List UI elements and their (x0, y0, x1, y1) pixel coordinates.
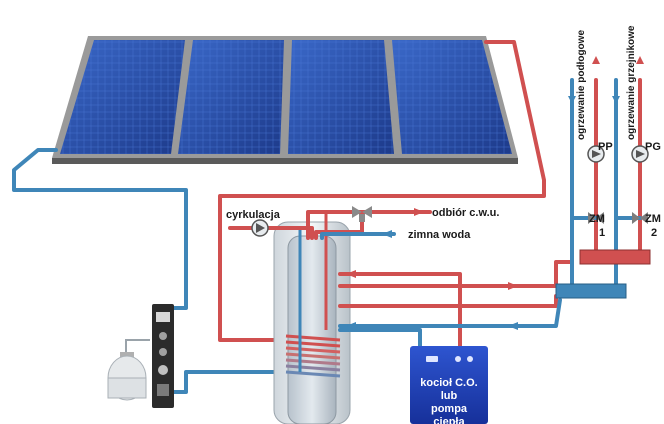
solar-panel-2 (178, 40, 284, 154)
station-display (156, 312, 170, 322)
boiler-indicator (426, 356, 438, 362)
boiler-knob-icon (467, 356, 473, 362)
pump-pp-label: PP (598, 141, 613, 153)
dhw-cold-in-pipe (320, 232, 396, 240)
arrow-icon (508, 282, 518, 290)
up-arrow-icon (636, 56, 644, 64)
down-arrow-icon (568, 96, 576, 104)
circulation-pipe-right (266, 226, 314, 240)
hot-return-pipe (338, 294, 558, 308)
up-arrow-icon (592, 56, 600, 64)
solar-panel-1 (60, 40, 185, 154)
return-manifold (555, 283, 627, 299)
radiator-heating-label: ogrzewanie grzejnikowe (626, 25, 637, 140)
station-gauge-icon (159, 332, 167, 340)
mixing-valve-zm1-icon (588, 212, 604, 224)
circulation-pump-icon (251, 219, 269, 237)
pump-pg-label: PG (645, 141, 661, 153)
solar-hot-supply-pipe (218, 40, 546, 342)
station-flowmeter (157, 384, 169, 396)
hot-water-out-label: odbiór c.w.u. (432, 207, 499, 219)
thermostatic-mixing-valve-icon (352, 206, 372, 222)
expansion-vessel (107, 339, 150, 401)
pump-pg-icon (631, 145, 649, 163)
solar-cold-return-pipe (12, 148, 188, 310)
boiler-label-line2: lub (441, 390, 458, 402)
boiler-label-line1: kocioł C.O. (420, 377, 477, 389)
valve-zm2-number: 2 (651, 227, 657, 239)
solar-heating-coil (285, 334, 341, 378)
station-pump-icon (158, 365, 168, 375)
hot-water-tank (273, 212, 351, 424)
arrow-icon (508, 322, 518, 330)
solar-panel-3 (288, 40, 394, 154)
cold-water-label: zimna woda (408, 229, 471, 241)
solar-collector-array (52, 36, 518, 164)
station-gauge-icon (159, 348, 167, 356)
mixing-valve-zm2-icon (632, 212, 648, 224)
hot-out-arrow-icon (414, 208, 424, 216)
solar-pump-station (152, 304, 174, 408)
tank-to-red-manifold-pipe (338, 260, 574, 288)
dhw-hot-out-pipe (306, 210, 432, 240)
supply-manifold (579, 249, 651, 265)
collector-base-edge (52, 158, 518, 164)
valve-zm1-number: 1 (599, 227, 605, 239)
cold-in-arrow-icon (382, 230, 392, 238)
valve-zm1-label: ZM (589, 213, 605, 225)
arrow-icon (346, 270, 356, 278)
station-to-coil-pipe (168, 370, 294, 394)
valve-zm2-label: ZM (645, 213, 661, 225)
boiler-or-heat-pump: kocioł C.O. lub pompa ciepła (410, 346, 488, 424)
circulation-label: cyrkulacja (226, 209, 281, 221)
boiler-return-pipe (338, 328, 422, 354)
boiler-label-line3: pompa (431, 403, 468, 415)
floor-heating-label: ogrzewanie podłogowe (576, 30, 587, 140)
arrow-icon (346, 322, 356, 330)
boiler-knob-icon (455, 356, 461, 362)
cold-return-pipe (338, 298, 562, 328)
down-arrow-icon (612, 96, 620, 104)
solar-panel-4 (392, 40, 512, 154)
pump-pp-icon (587, 145, 605, 163)
boiler-label-line4: ciepła (433, 416, 465, 424)
